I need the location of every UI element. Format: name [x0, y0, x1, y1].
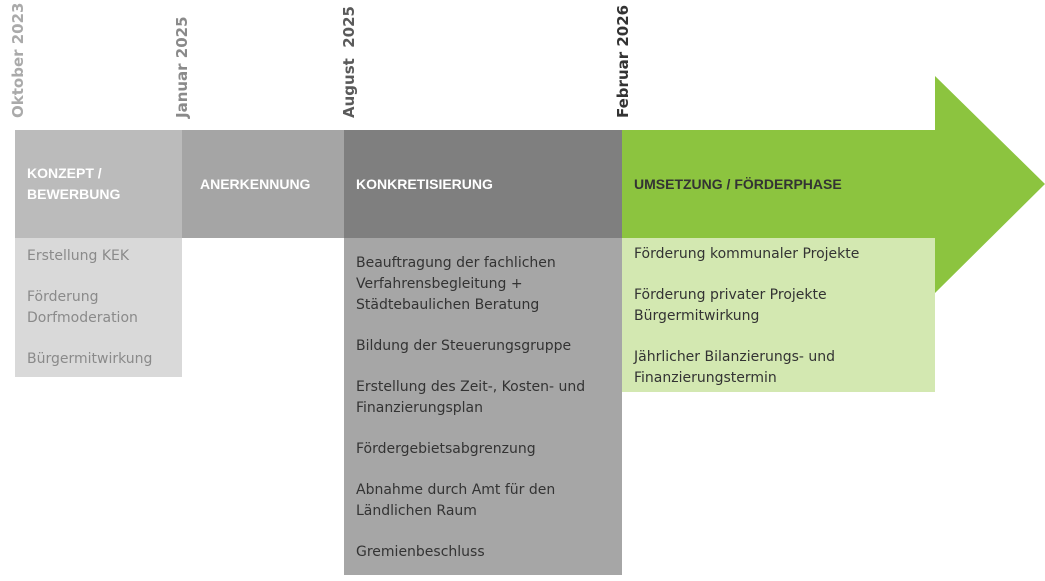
- list-item: Erstellung KEK: [27, 248, 130, 264]
- phase-header-anerkennung: ANERKENNUNG: [182, 130, 344, 238]
- phase-header-konkretisierung: KONKRETISIERUNG: [344, 130, 622, 238]
- date-label: August 2025: [340, 6, 358, 118]
- list-item: Förderung kommunaler Projekte: [634, 246, 860, 262]
- list-item: Bildung der Steuerungsgruppe: [356, 338, 572, 354]
- list-item: Gremienbeschluss: [356, 544, 485, 560]
- phase-title: KONZEPT / BEWERBUNG: [27, 165, 121, 202]
- list-item: Abnahme durch Amt für den Ländlichen Rau…: [356, 482, 556, 519]
- list-item: Förderung Dorfmoderation: [27, 289, 138, 326]
- phase-details-konzept: Erstellung KEK Förderung Dorfmoderation …: [15, 238, 182, 377]
- list-item: Beauftragung der fachlichen Verfahrensbe…: [356, 255, 556, 313]
- phase-title: KONKRETISIERUNG: [356, 175, 493, 192]
- arrow-shape: [622, 76, 1045, 293]
- phase-header-umsetzung: UMSETZUNG / FÖRDERPHASE: [622, 130, 935, 238]
- phase-header-konzept: KONZEPT / BEWERBUNG: [15, 130, 182, 238]
- phase-title: UMSETZUNG / FÖRDERPHASE: [634, 175, 842, 192]
- list-item: Bürgermitwirkung: [27, 351, 153, 367]
- list-item: Erstellung des Zeit-, Kosten- und Finanz…: [356, 379, 586, 416]
- phase-details-konkretisierung: Beauftragung der fachlichen Verfahrensbe…: [344, 238, 622, 575]
- date-label: Oktober 2023: [9, 2, 27, 118]
- list-item: Förderung privater Projekte Bürgermitwir…: [634, 287, 827, 324]
- list-item: Jährlicher Bilanzierungs- und Finanzieru…: [634, 349, 836, 386]
- date-label: Januar 2025: [173, 16, 191, 118]
- list-item: Fördergebietsabgrenzung: [356, 441, 536, 457]
- phase-title: ANERKENNUNG: [200, 175, 311, 192]
- phase-details-umsetzung: Förderung kommunaler Projekte Förderung …: [622, 238, 935, 392]
- date-label: Februar 2026: [614, 4, 632, 118]
